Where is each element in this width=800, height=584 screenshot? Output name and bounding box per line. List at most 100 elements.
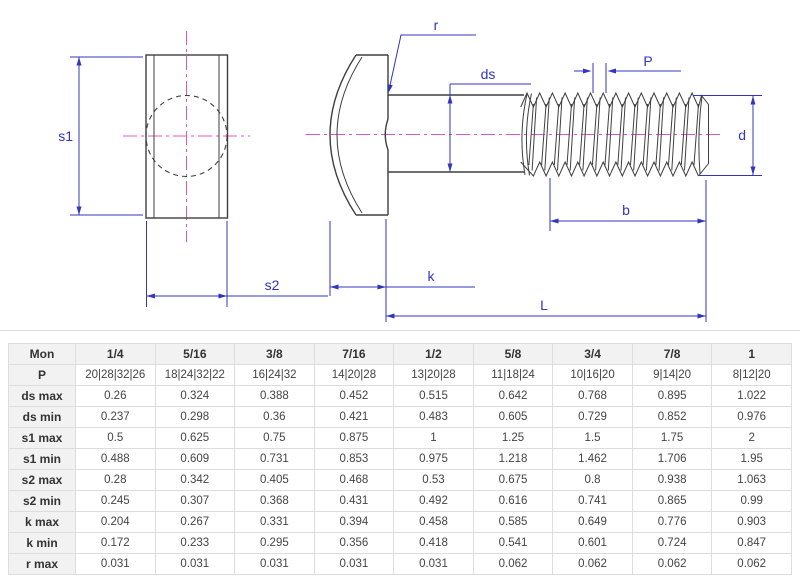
- table-cell: 20|28|32|26: [75, 364, 156, 386]
- table-cell: 0.853: [313, 448, 395, 470]
- bolt-thread: [520, 91, 709, 178]
- table-cell: 0.852: [631, 406, 713, 428]
- table-cell: 0.342: [154, 469, 236, 491]
- dim-label-b: b: [622, 202, 630, 218]
- table-cell: 0.609: [154, 448, 236, 470]
- thread-end-chamfer: [698, 95, 703, 175]
- column-header: 3/8: [234, 343, 315, 365]
- column-header: 1: [711, 343, 792, 365]
- dimension-L: L: [386, 297, 706, 319]
- table-cell: 2: [711, 427, 792, 449]
- table-cell: 0.776: [631, 511, 713, 533]
- dimension-b: b: [549, 178, 707, 322]
- table-cell: 0.53: [393, 469, 474, 491]
- table-cell: 0.172: [75, 532, 156, 554]
- column-header-size-label: Mon: [8, 343, 76, 365]
- column-header: 7/8: [631, 343, 713, 365]
- table-cell: 0.729: [552, 406, 633, 428]
- row-label: ds max: [8, 385, 76, 407]
- table-cell: 0.452: [313, 385, 395, 407]
- table-cell: 0.488: [75, 448, 156, 470]
- table-cell: 0.031: [393, 553, 474, 575]
- table-cell: 0.8: [552, 469, 633, 491]
- table-cell: 0.031: [234, 553, 315, 575]
- table-cell: 16|24|32: [234, 364, 315, 386]
- table-cell: 1.95: [711, 448, 792, 470]
- table-cell: 0.204: [75, 511, 156, 533]
- table-cell: 0.616: [472, 490, 554, 512]
- table-cell: 0.245: [75, 490, 156, 512]
- table-cell: 1: [393, 427, 474, 449]
- dim-label-L: L: [540, 297, 548, 313]
- table-cell: 0.356: [313, 532, 395, 554]
- head-front-corner-lines: [153, 55, 220, 218]
- table-cell: 0.515: [393, 385, 474, 407]
- table-cell: 0.865: [631, 490, 713, 512]
- table-cell: 0.99: [711, 490, 792, 512]
- table-cell: 0.324: [154, 385, 236, 407]
- table-cell: 11|18|24: [472, 364, 554, 386]
- table-cell: 0.394: [313, 511, 395, 533]
- table-cell: 0.031: [154, 553, 236, 575]
- table-cell: 9|14|20: [631, 364, 713, 386]
- table-cell: 8|12|20: [711, 364, 792, 386]
- table-cell: 0.875: [313, 427, 395, 449]
- dimension-d: d: [693, 95, 762, 176]
- row-label: k max: [8, 511, 76, 533]
- table-cell: 0.28: [75, 469, 156, 491]
- table-cell: 0.388: [234, 385, 315, 407]
- column-header: 5/16: [154, 343, 236, 365]
- table-cell: 0.418: [393, 532, 474, 554]
- dim-label-s2: s2: [265, 277, 280, 293]
- row-label: s1 max: [8, 427, 76, 449]
- table-cell: 0.062: [472, 553, 554, 575]
- table-cell: 0.585: [472, 511, 554, 533]
- dimension-s2: s2: [146, 221, 328, 307]
- side-view: [306, 54, 724, 216]
- table-cell: 0.468: [313, 469, 395, 491]
- table-cell: 0.938: [631, 469, 713, 491]
- table-cell: 0.267: [154, 511, 236, 533]
- table-cell: 0.233: [154, 532, 236, 554]
- table-cell: 0.976: [711, 406, 792, 428]
- table-cell: 0.5: [75, 427, 156, 449]
- table-cell: 0.031: [313, 553, 395, 575]
- table-cell: 18|24|32|22: [154, 364, 236, 386]
- table-cell: 0.368: [234, 490, 315, 512]
- front-view: [123, 31, 250, 242]
- table-cell: 1.462: [552, 448, 633, 470]
- table-cell: 0.847: [711, 532, 792, 554]
- table-cell: 0.75: [234, 427, 315, 449]
- table-cell: 0.483: [393, 406, 474, 428]
- table-cell: 1.706: [631, 448, 713, 470]
- dimension-P: P: [574, 53, 681, 93]
- bolt-head: [329, 54, 389, 216]
- thread-runout: [521, 93, 532, 176]
- row-label: k min: [8, 532, 76, 554]
- column-header: 1/2: [393, 343, 474, 365]
- dim-label-P: P: [643, 53, 652, 69]
- dimension-r: r: [387, 17, 476, 93]
- dim-label-ds: ds: [481, 66, 496, 82]
- column-header: 3/4: [552, 343, 633, 365]
- table-cell: 1.063: [711, 469, 792, 491]
- table-cell: 1.25: [472, 427, 554, 449]
- column-header: 1/4: [75, 343, 156, 365]
- table-cell: 0.605: [472, 406, 554, 428]
- table-cell: 0.421: [313, 406, 395, 428]
- table-cell: 0.675: [472, 469, 554, 491]
- dim-label-d: d: [738, 127, 746, 143]
- table-cell: 0.724: [631, 532, 713, 554]
- table-cell: 1.75: [631, 427, 713, 449]
- dim-label-k: k: [428, 268, 436, 284]
- row-label: s1 min: [8, 448, 76, 470]
